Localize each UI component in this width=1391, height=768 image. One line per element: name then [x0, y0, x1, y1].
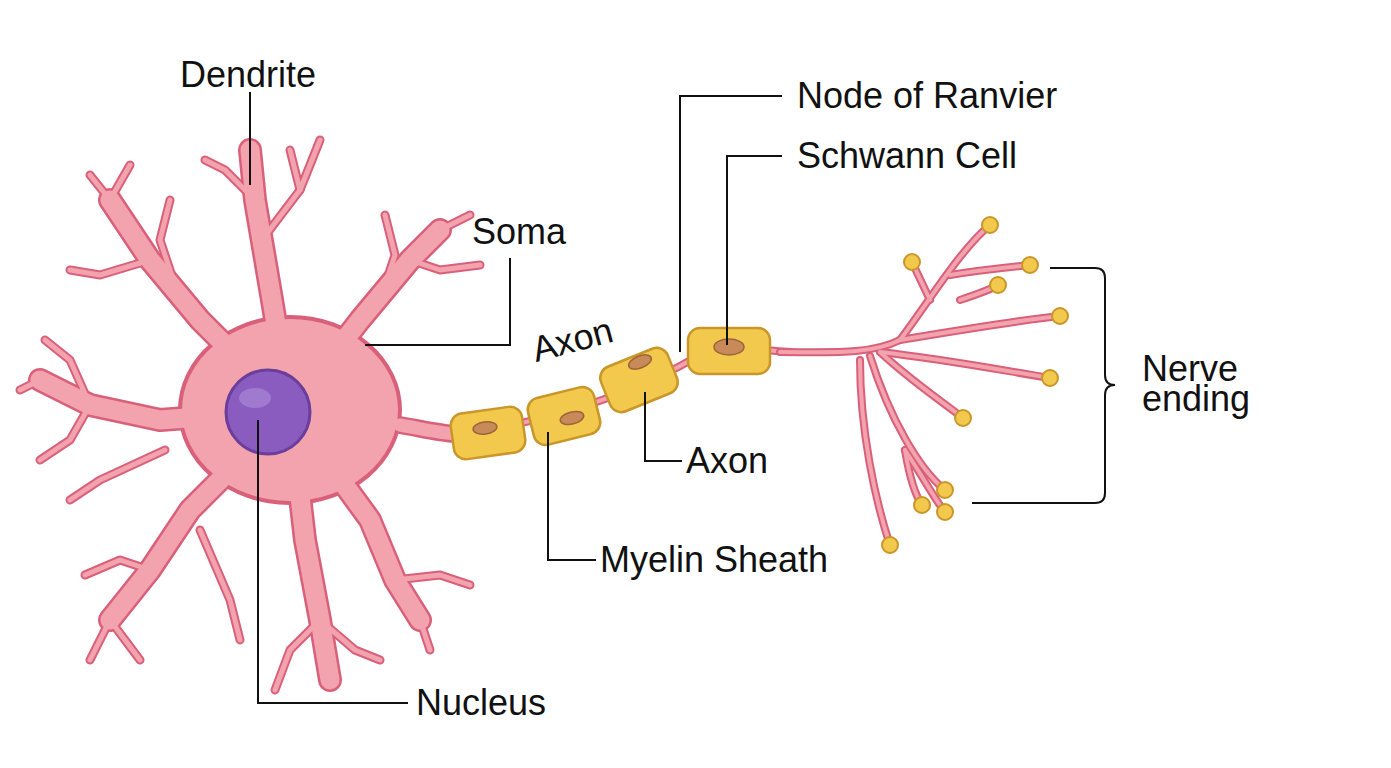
part-label: Axon	[528, 310, 618, 370]
part-label: Nerve ending	[1142, 354, 1272, 414]
part-label: Axon	[686, 441, 768, 481]
part-label: Dendrite	[180, 55, 316, 95]
leader-lines	[250, 92, 1115, 703]
part-label: Soma	[472, 212, 566, 252]
part-label: Myelin Sheath	[600, 540, 828, 580]
part-label: Nucleus	[416, 683, 546, 723]
part-label: Schwann Cell	[797, 136, 1017, 176]
part-label: Node of Ranvier	[797, 76, 1057, 116]
